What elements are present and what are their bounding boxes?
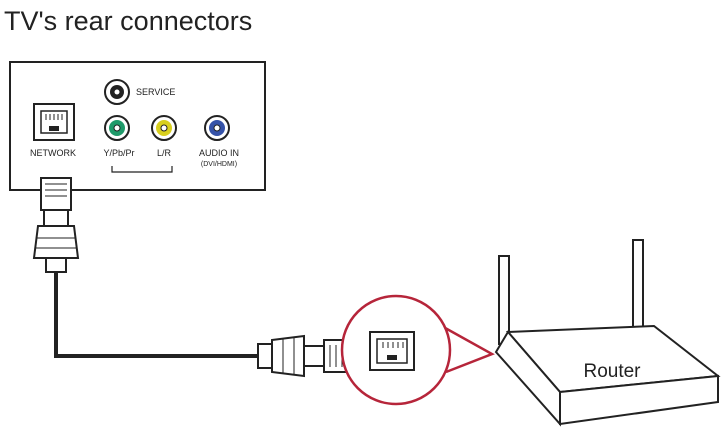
router-port-callout (340, 294, 495, 406)
router-lan-port-icon (369, 331, 415, 371)
router-right-antenna (632, 239, 644, 339)
diagram-title: TV's rear connectors (4, 6, 252, 36)
tv-rear-panel: NETWORK SERVICE Y/Pb/Pr L/R (9, 61, 266, 191)
router-left-antenna (498, 255, 510, 345)
ethernet-cable (54, 272, 262, 358)
audio-in-label: AUDIO IN (199, 148, 239, 158)
service-jack-icon (104, 79, 130, 105)
audio-in-sublabel: (DVI/HDMI) (201, 161, 237, 168)
component-video-label: Y/Pb/Pr (103, 148, 134, 158)
port-group-bracket (111, 166, 173, 173)
ethernet-plug-tv-side (32, 177, 80, 273)
router-icon (494, 239, 721, 427)
audio-lr-jack-icon (151, 115, 177, 141)
network-port-label: NETWORK (30, 148, 76, 158)
audio-in-jack-icon (204, 115, 230, 141)
component-video-jack-icon (104, 115, 130, 141)
service-jack-label: SERVICE (136, 87, 175, 97)
network-port-icon (33, 103, 75, 141)
router-label: Router (583, 361, 641, 382)
audio-lr-label: L/R (157, 148, 172, 158)
